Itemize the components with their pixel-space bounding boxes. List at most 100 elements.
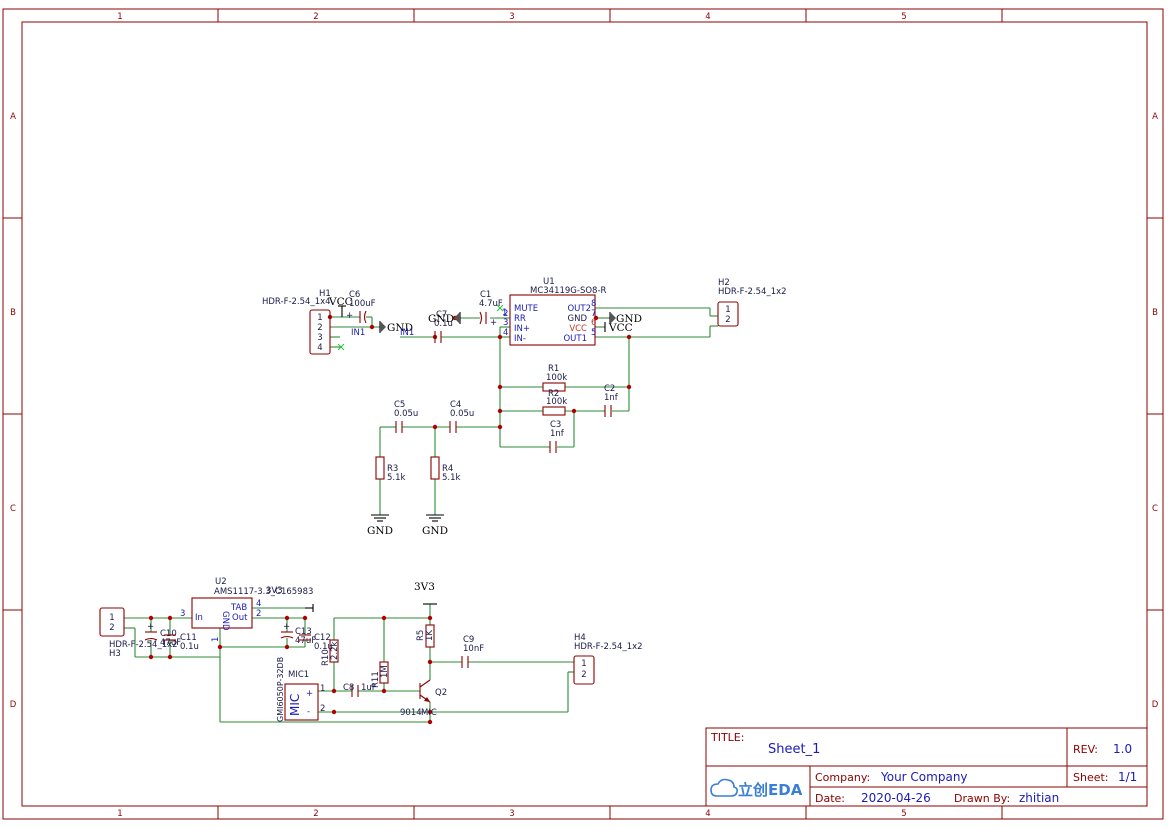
gnd-label-r4: GND: [422, 525, 448, 537]
h2-pin-1: 1: [725, 305, 730, 315]
h1-value: HDR-F-2.54_1x4: [262, 297, 331, 307]
c6-ref: C6: [349, 290, 360, 300]
mic1-plus: +: [306, 689, 313, 699]
c6-value: 100uF: [349, 299, 376, 309]
col-label-top-3: 3: [509, 12, 514, 22]
transistor-q2: Q2 9014: [400, 679, 447, 718]
capacitor-c8: C8 1uF: [343, 683, 377, 697]
u2-value: AMS1117-3.3_C165983: [214, 587, 313, 597]
col-label-top-1: 1: [117, 12, 122, 22]
c10-plus: +: [147, 622, 154, 632]
c2-value: 1nf: [604, 393, 619, 403]
r4-value: 5.1k: [442, 473, 461, 483]
r10-ref: R10: [321, 649, 331, 666]
r4-ref: R4: [442, 464, 453, 474]
title-label: TITLE:: [710, 731, 744, 744]
date-label: Date:: [815, 792, 845, 805]
c13-ref: C13: [295, 627, 312, 637]
r1-ref: R1: [548, 364, 559, 374]
capacitor-c2: C2 1nf: [604, 384, 619, 417]
c1-value: 4.7uF: [479, 299, 503, 309]
u1-pin-num-1: 1: [502, 308, 507, 318]
header-h4: H4 HDR-F-2.54_1x2 1 2: [573, 633, 643, 685]
r11-value: 1M: [380, 665, 390, 678]
wires: [124, 307, 718, 723]
h2-value: HDR-F-2.54_1x2: [718, 287, 787, 297]
ic-u1: U1 MC34119G-SO8-R MUTE RR IN+ IN- 1 2 3 …: [502, 277, 607, 346]
u1-pin-num-8: 8: [591, 299, 596, 309]
h1-pin-1: 1: [317, 313, 322, 323]
capacitor-c3: C3 1nf: [549, 420, 565, 453]
capacitor-c4: C4 0.05u: [449, 400, 474, 433]
gnd-symbol-c1: GND: [428, 312, 461, 325]
mic1-value: GMI6050P-32DB: [276, 657, 285, 722]
q2-ref: Q2: [435, 688, 447, 698]
u2-pin-gnd: GND: [220, 611, 230, 631]
mic1-body: MIC: [288, 694, 302, 716]
rev-label: REV:: [1073, 743, 1098, 756]
net-label-in1-h1: IN1: [351, 328, 365, 338]
u1-value: MC34119G-SO8-R: [530, 286, 607, 296]
r1-value: 100k: [546, 373, 567, 383]
h1-pin-2: 2: [317, 323, 322, 333]
gnd-symbol-r4: GND: [422, 514, 448, 537]
gnd-symbol-r3: GND: [367, 514, 393, 537]
company-label: Company:: [815, 771, 870, 784]
capacitor-c1: + C1 4.7uF: [479, 290, 503, 328]
date-value: 2020-04-26: [861, 791, 931, 805]
header-h1: H1 HDR-F-2.54_1x4 1 2 3 4: [262, 289, 331, 355]
u1-pin-name-3: IN+: [514, 324, 530, 334]
u1-ref: U1: [543, 277, 555, 287]
junction-dots: [148, 314, 632, 725]
c13-plus: +: [283, 622, 290, 632]
resistor-r3: R3 5.1k: [375, 456, 406, 483]
col-label-top-5: 5: [901, 12, 906, 22]
no-connect-h1-pin4-icon: [337, 343, 345, 351]
h4-value: HDR-F-2.54_1x2: [574, 642, 643, 652]
drawn-by-value: zhitian: [1019, 791, 1059, 805]
gnd-label-h1: GND: [387, 322, 413, 334]
resistor-r1: R1 100k: [542, 364, 567, 392]
sheet-label: Sheet:: [1073, 771, 1109, 784]
row-label-right-a: A: [1152, 112, 1158, 122]
c2-ref: C2: [604, 384, 615, 394]
c13-value: 47uF: [295, 636, 316, 646]
cloud-logo-icon: [710, 778, 738, 797]
resistor-r5: R5 1K: [416, 624, 435, 648]
u1-pin-num-4: 4: [503, 328, 508, 338]
h1-pin-3: 3: [317, 333, 322, 343]
u1-pin-name-1: MUTE: [514, 304, 538, 314]
row-label-right-b: B: [1152, 308, 1158, 318]
capacitor-c10: + C10 47uF: [144, 622, 181, 648]
col-label-bottom-5: 5: [901, 809, 906, 819]
mic1-ref: MIC1: [288, 670, 309, 680]
u1-pin-num-5: 5: [591, 328, 596, 338]
capacitor-c7: C7 0.1u: [434, 310, 453, 343]
u2-pin-in: In: [195, 613, 203, 623]
r5-value: 1K: [425, 630, 435, 641]
u1-pin-num-6: 6: [591, 318, 596, 328]
u1-pin-name-7: GND: [568, 314, 588, 324]
r11-ref: R11: [371, 671, 381, 688]
c7-ref: C7: [436, 310, 447, 320]
c3-value: 1nf: [550, 429, 565, 439]
col-label-top-4: 4: [705, 12, 710, 22]
u1-pin-name-5: OUT1: [563, 334, 587, 344]
c9-ref: C9: [463, 635, 474, 645]
gnd-symbol-h1: GND: [379, 321, 413, 334]
vcc-label-u1: VCC: [608, 322, 633, 334]
h4-pin-2: 2: [581, 670, 586, 680]
sheet-frame: 1 2 3 4 5 1 2 3 4 5 A B C D A B C D: [2, 8, 1164, 820]
u1-pin-name-8: OUT2: [567, 304, 591, 314]
c5-value: 0.05u: [394, 409, 418, 419]
u2-pin-num-1: 1: [211, 637, 221, 642]
h2-ref: H2: [718, 278, 730, 288]
no-connect-u1-mute-icon: [496, 304, 504, 312]
resistor-r10: R10 2.2k: [321, 639, 340, 666]
header-h3: 1 2 HDR-F-2.54_1x2 H3: [99, 607, 178, 659]
title-block: TITLE: Sheet_1 REV: 1.0 Company: Your Co…: [705, 727, 1148, 807]
v3-label-u2: 3V3: [266, 586, 283, 596]
capacitor-c12: C12 0.1u: [299, 633, 333, 652]
c1-ref: C1: [480, 290, 491, 300]
